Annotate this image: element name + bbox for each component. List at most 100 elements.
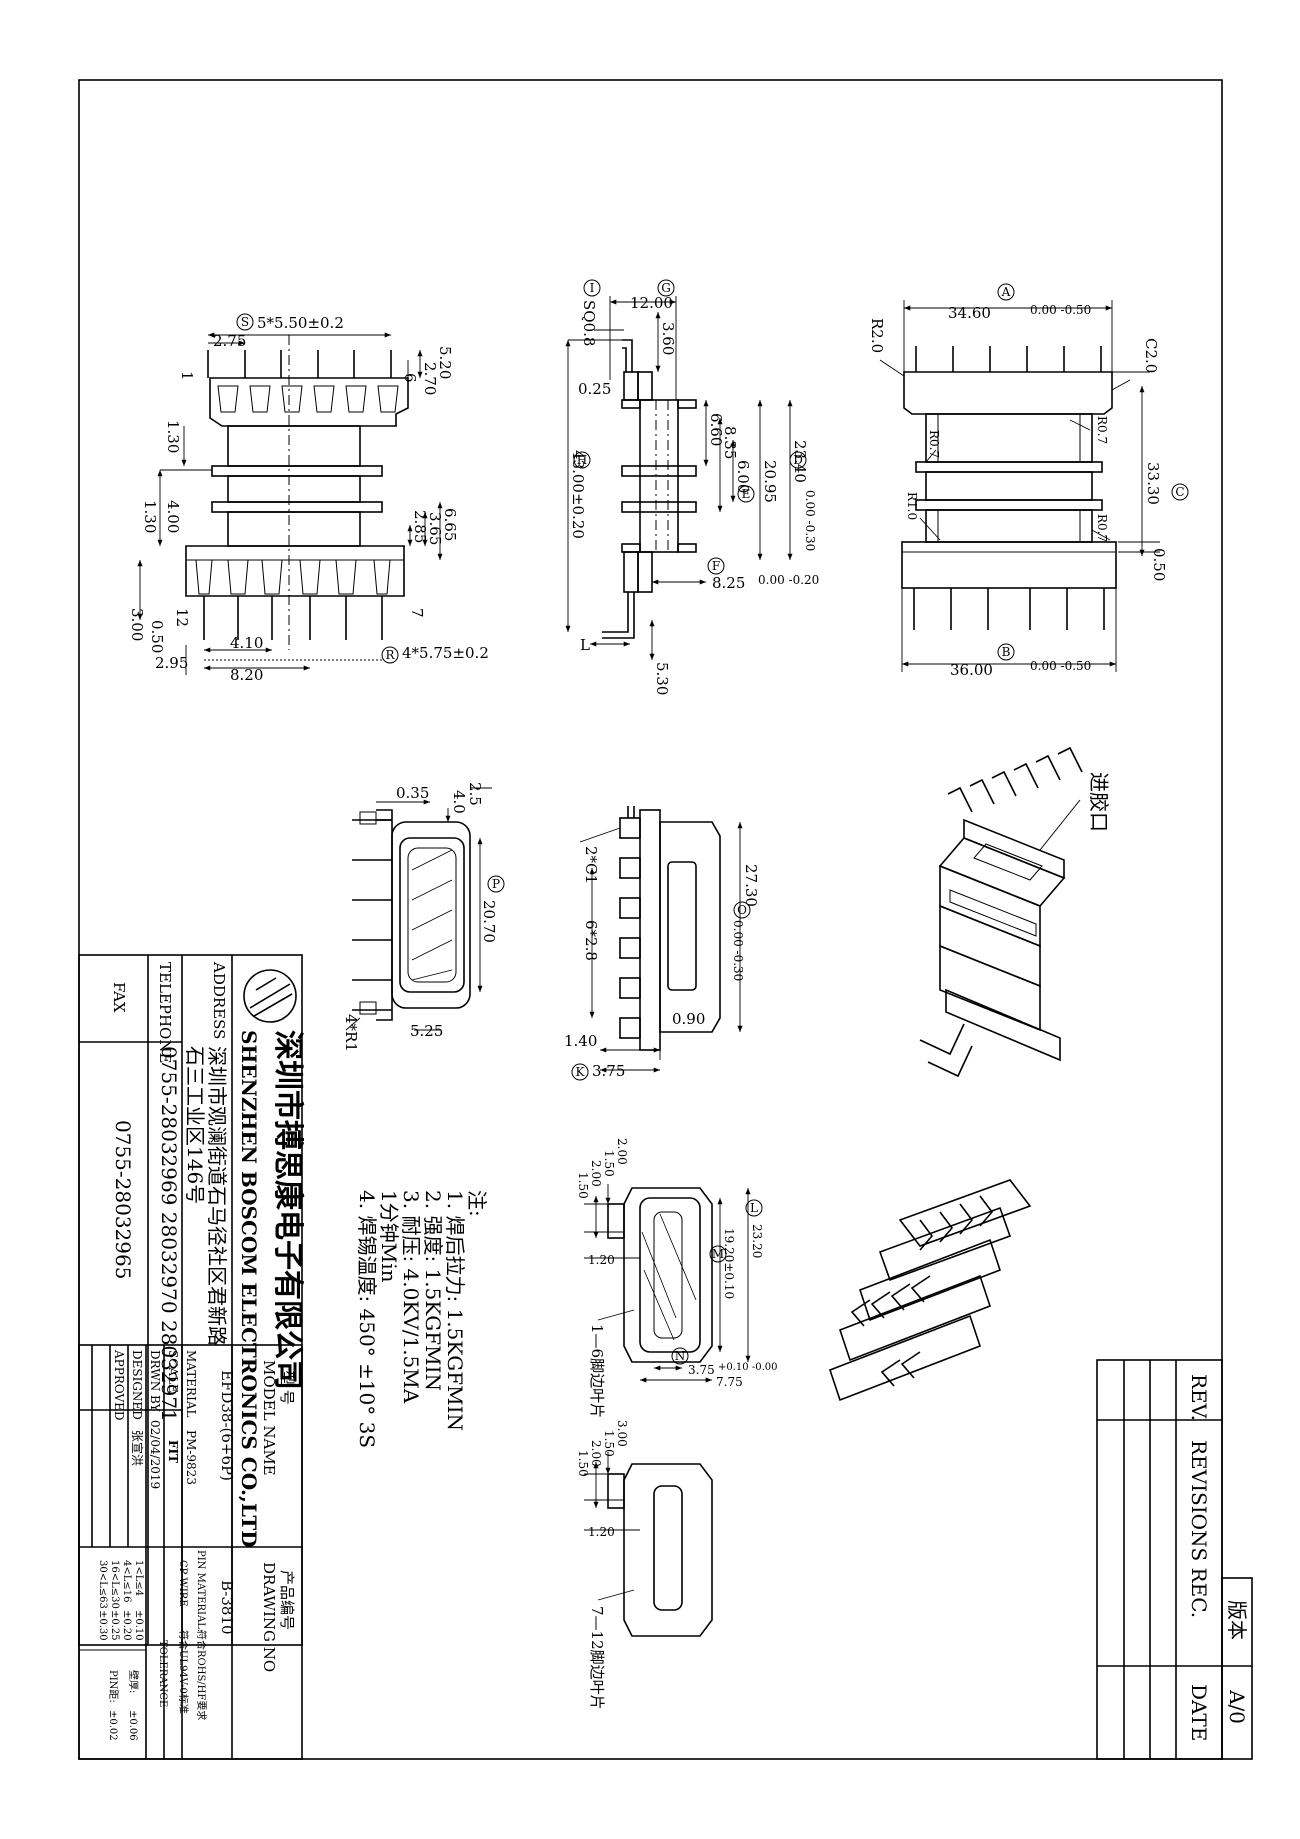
version-cn-label: 版本 [1225,1600,1249,1640]
tol-row-4-range: 30<L≤63 [97,1560,108,1609]
section-b-label: 7—12脚边叶片 [588,1606,606,1710]
dim-r2-0: R2.0 [868,318,886,353]
balloon-a: A [1001,285,1011,299]
drawing-border [78,79,1223,1760]
balloon-f: F [712,559,720,573]
iso-view-top [919,746,1083,1078]
title-block [78,1344,303,1760]
dim-b-1-20: 1.20 [588,1525,615,1539]
notes-block: 注: 1. 焊后拉力: 1.5KGFMIN 2. 强度: 1.5KGFMIN 3… [355,1190,489,1448]
section-a: M L N [584,1184,763,1383]
dim-6x2-8: 6*2.8 [582,920,600,961]
drawing-no-value: B-3810 [218,1580,236,1635]
dim-4r1: 4*R1 [342,1014,360,1052]
dim-1-30-a: 1.30 [164,420,182,453]
note-2: 2. 强度: 1.5KGFMIN [421,1190,445,1391]
dim-6-65: 6.65 [441,508,459,541]
dim-a-3-75: 3.75 [688,1363,715,1377]
material-value: PM-9823 [184,1430,198,1485]
dim-0-35: 0.35 [396,784,429,802]
dim-23-40-tol: 0.00 -0.30 [803,490,817,551]
dim-27-30: 27.30 [742,864,760,907]
designed-value: 张宣洪 [130,1430,145,1466]
dim-34-60-tol: 0.00 -0.50 [1030,303,1091,317]
dim-c2-0: C2.0 [1142,338,1160,373]
company-name-en: SHENZHEN BOSCOM ELECTRONICS CO.,LTD [237,1030,261,1548]
note-3b: 1分钟Min [377,1190,401,1283]
dim-1-30-b: 1.30 [141,500,159,533]
dim-8-20: 8.20 [230,666,263,684]
model-name-label: MODEL NAME [260,1360,278,1476]
dim-8-35: 8.35 [721,426,739,459]
balloon-b: B [1002,645,1011,659]
dim-36-00-tol: 0.00 -0.50 [1030,659,1091,673]
dim-2-85: 2.85 [411,510,429,543]
cp-wire-value: 符合UL94V-0标准 [177,1630,190,1714]
address-line-2: 石三工业区146号 [183,1046,207,1204]
approved-label: APPROVED [112,1349,126,1421]
dim-6-00: 6.00 [734,460,752,493]
dim-r0-7-c: R0.7 [1095,514,1109,542]
dim-b-1-50b: 1.50 [576,1450,590,1477]
iso-view-bottom [828,1179,1032,1402]
front-view: S R [137,313,443,675]
address-label: ADDRESS [210,961,228,1039]
dim-b-3-00: 3.00 [615,1420,629,1447]
right-view: A B C [879,283,1189,672]
tol-wall-value: ±0.06 [127,1710,138,1741]
drawn-by-value: 02/04/2019 [148,1420,162,1489]
dim-5-25: 5.25 [410,1022,443,1040]
balloon-o: O [737,903,747,917]
tol-wall-label: 壁厚: [127,1670,140,1693]
dim-2c1: 2*C1 [582,846,600,884]
balloon-h: H [577,453,587,467]
model-cn-label: 型 号 [278,1370,296,1405]
dim-27-30-tol: 0.00 -0.30 [731,920,745,981]
tol-row-1-value: ±0.10 [133,1610,144,1641]
section-a-label: 1—6脚边叶片 [588,1324,606,1418]
version-value: A/0 [1225,1689,1249,1724]
telephone-value: 0755-28032969 28032970 28032971 [157,1046,181,1422]
dim-20-70: 20.70 [480,900,498,943]
top-view-middle: O K [571,806,751,1081]
balloon-n: N [675,1349,686,1363]
dim-4-0: 4.0 [450,790,468,814]
tol-row-2-range: 4<L≤16 [121,1560,132,1603]
pin-6-label: 6 [401,373,419,383]
dim-b-1-50: 1.50 [602,1430,616,1457]
iso-gate-label: 进胶口 [1087,772,1111,832]
tol-row-3-value: ±0.25 [109,1610,120,1641]
dim-6-60: 6.60 [707,413,725,446]
dim-3-75: 3.75 [592,1062,625,1080]
dim-43-00: 43.00±0.20 [569,450,587,539]
tol-row-2-value: ±0.20 [121,1610,132,1641]
telephone-label: TELEPHONE [156,962,174,1063]
drawn-by-label: DRWN BY [148,1350,162,1413]
dim-3-00: 3.00 [128,608,146,641]
note-4: 4. 焊锡温度: 450° ±10° 3S [355,1190,379,1448]
dim-4-00: 4.00 [164,500,182,533]
pin-1-label: 1 [178,371,196,381]
dim-a-2-00b: 2.00 [589,1160,603,1187]
revision-block [1096,1359,1253,1760]
side-view: I G D H E F [565,279,807,660]
pin-material-label: PIN MATERIAL: [195,1550,206,1632]
pin-12-label: 12 [173,608,191,627]
dim-1-40: 1.40 [564,1032,597,1050]
section-b [584,1452,713,1637]
rev-label: REV. [1187,1374,1211,1421]
dim-2-5: 2.5 [466,782,484,806]
dim-34-60: 34.60 [948,304,991,322]
dim-a-1-20: 1.20 [588,1253,615,1267]
dim-a-7-75: 7.75 [716,1375,743,1389]
top-view-left: P [345,787,505,1031]
dim-4-10: 4.10 [230,634,263,652]
material-label: MATERIAL [184,1350,198,1418]
dim-12-00: 12.00 [630,294,673,312]
dim-r1-0: R1.0 [905,492,919,520]
fax-label: FAX [110,982,128,1013]
revisions-rec-label: REVISIONS REC. [1187,1440,1211,1618]
dim-l: L [580,636,590,654]
dim-a-3-75-tol: +0.10 -0.00 [718,1362,777,1373]
